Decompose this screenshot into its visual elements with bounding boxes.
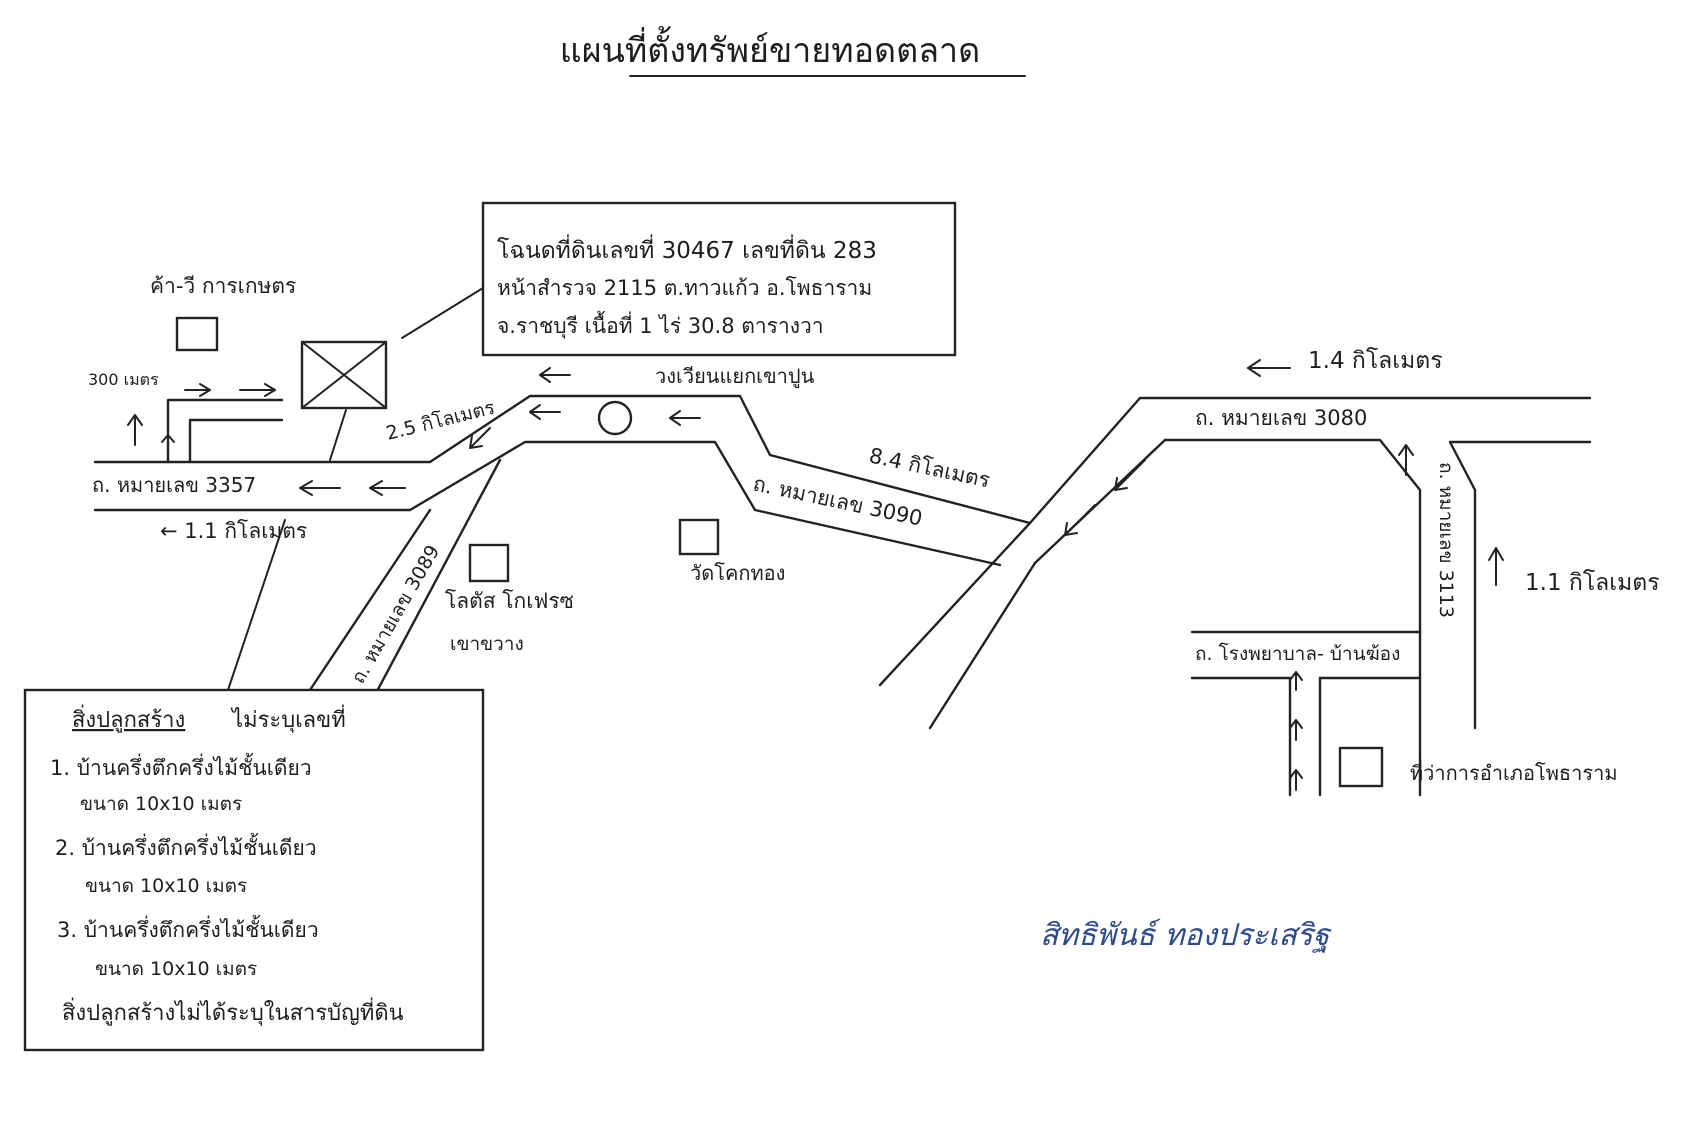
building-item-3-size: ขนาด 10x10 เมตร bbox=[95, 958, 257, 980]
farm-shop-label: ค้า-วี การเกษตร bbox=[150, 274, 296, 298]
road-diagonal-lower-left bbox=[878, 521, 1032, 687]
district-office-icon bbox=[1338, 746, 1384, 788]
road-diagonal-edge-left bbox=[1028, 396, 1142, 525]
road-hospital-edge-left bbox=[1190, 676, 1292, 797]
building-item-2: 2. บ้านครึ่งตึกครึ่งไม้ชั้นเดียว bbox=[55, 833, 317, 860]
land-info-line3: จ.ราชบุรี เนื้อที่ 1 ไร่ 30.8 ตารางวา bbox=[497, 311, 824, 339]
map-title: แผนที่ตั้งทรัพย์ขายทอดตลาด bbox=[560, 26, 980, 71]
land-info-box bbox=[481, 201, 957, 357]
land-info-line1: โฉนดที่ดินเลขที่ 30467 เลขที่ดิน 283 bbox=[497, 234, 877, 264]
farm-shop-icon bbox=[175, 316, 219, 352]
distance-1-4km: 1.4 กิโลเมตร bbox=[1308, 347, 1443, 374]
property-plot-icon bbox=[300, 340, 388, 410]
road-hospital-label: ถ. โรงพยาบาล- บ้านฆ้อง bbox=[1195, 642, 1400, 665]
distance-1-1km-left: ← 1.1 กิโลเมตร bbox=[160, 519, 307, 543]
buildings-heading-note: ไม่ระบุเลขที่ bbox=[230, 704, 346, 733]
roundabout-label: วงเวียนแยกเขาปูน bbox=[655, 364, 815, 389]
distance-1-1km-right: 1.1 กิโลเมตร bbox=[1525, 569, 1660, 596]
distance-300m: 300 เมตร bbox=[88, 370, 159, 389]
building-item-2-size: ขนาด 10x10 เมตร bbox=[85, 875, 247, 897]
road-3080-edge-bottom bbox=[1163, 438, 1422, 797]
callout-line-plot bbox=[329, 409, 347, 461]
direction-arrows bbox=[127, 359, 1504, 791]
road-diagonal-lower-right bbox=[928, 561, 1037, 730]
callout-line-buildings bbox=[227, 519, 286, 691]
road-3357-label: ถ. หมายเลข 3357 bbox=[92, 473, 256, 497]
buildings-footer: สิ่งปลูกสร้างไม่ได้ระบุในสารบัญที่ดิน bbox=[62, 997, 404, 1026]
land-info-line2: หน้าสำรวจ 2115 ต.ทาวแก้ว อ.โพธาราม bbox=[497, 276, 872, 300]
temple-label: วัดโคกทอง bbox=[690, 561, 785, 585]
lotus-icon bbox=[468, 543, 510, 583]
road-diagonal-edge-right bbox=[1033, 438, 1167, 565]
road-3090-label: ถ. หมายเลข 3090 bbox=[751, 471, 925, 530]
road-3080-label: ถ. หมายเลข 3080 bbox=[1195, 406, 1367, 430]
callout-line-land bbox=[401, 287, 484, 339]
road-3089-edge-right bbox=[373, 458, 502, 697]
buildings-box bbox=[23, 688, 485, 1052]
lotus-label: โลตัส โกเฟรซ bbox=[445, 589, 574, 613]
road-central-edge-bottom bbox=[408, 440, 1002, 567]
lotus-sub-label: เขาขวาง bbox=[450, 633, 524, 655]
building-item-1-size: ขนาด 10x10 เมตร bbox=[80, 793, 242, 815]
road-3113-edge-right bbox=[1448, 440, 1592, 730]
building-item-1: 1. บ้านครึ่งตึกครึ่งไม้ชั้นเดียว bbox=[50, 753, 312, 780]
buildings-heading: สิ่งปลูกสร้าง bbox=[72, 704, 185, 733]
road-3113-label: ถ. หมายเลข 3113 bbox=[1435, 462, 1457, 618]
temple-icon bbox=[678, 518, 720, 556]
side-street bbox=[166, 398, 284, 464]
signature: สิทธิพันธ์ ทองประเสริฐ bbox=[1040, 918, 1332, 953]
district-office-label: ที่ว่าการอำเภอโพธาราม bbox=[1410, 759, 1618, 785]
roundabout-icon bbox=[597, 400, 633, 436]
road-3089-edge-left bbox=[308, 508, 432, 692]
building-item-3: 3. บ้านครึ่งตึกครึ่งไม้ชั้นเดียว bbox=[57, 915, 319, 942]
road-central-edge-top bbox=[428, 394, 1032, 525]
